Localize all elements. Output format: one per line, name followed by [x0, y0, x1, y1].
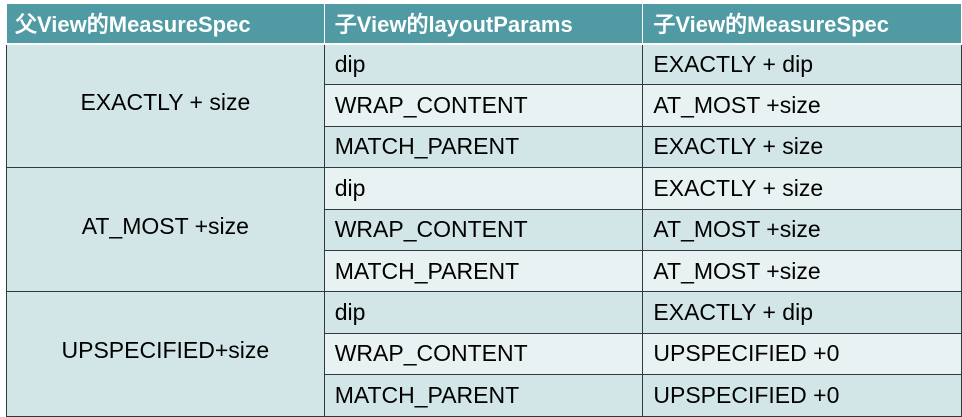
- table-row: UPSPECIFIED+size dip EXACTLY + dip: [6, 291, 962, 417]
- child-spec-cell: UPSPECIFIED +0: [642, 332, 962, 376]
- layout-params-cell: WRAP_CONTENT: [323, 208, 644, 251]
- layout-params-cell: dip: [323, 42, 644, 86]
- header-child-measurespec: 子View的MeasureSpec: [642, 3, 962, 45]
- parent-spec-cell: EXACTLY + size: [6, 42, 325, 169]
- layout-params-cell: WRAP_CONTENT: [323, 332, 644, 376]
- child-spec-cell: EXACTLY + dip: [642, 291, 962, 334]
- table-row: AT_MOST +size dip EXACTLY + size: [6, 167, 962, 293]
- header-parent-measurespec: 父View的MeasureSpec: [6, 3, 325, 45]
- child-spec-cell: UPSPECIFIED +0: [642, 374, 962, 417]
- header-row: 父View的MeasureSpec 子View的layoutParams 子Vi…: [6, 3, 962, 45]
- child-spec-cell: EXACTLY + dip: [642, 42, 962, 86]
- layout-params-cell: dip: [323, 291, 644, 334]
- layout-params-cell: dip: [323, 167, 644, 210]
- child-spec-cell: AT_MOST +size: [642, 84, 962, 127]
- child-spec-cell: AT_MOST +size: [642, 249, 962, 293]
- child-spec-cell: EXACTLY + size: [642, 125, 962, 169]
- layout-params-cell: WRAP_CONTENT: [323, 84, 644, 127]
- table-row: WRAP_CONTENT AT_MOST +size: [7, 208, 962, 251]
- layout-params-cell: MATCH_PARENT: [323, 374, 644, 417]
- layout-params-cell: MATCH_PARENT: [323, 125, 644, 169]
- child-spec-cell: AT_MOST +size: [642, 208, 962, 251]
- parent-spec-cell: AT_MOST +size: [6, 167, 325, 293]
- table-row: EXACTLY + size dip EXACTLY + dip: [6, 42, 962, 169]
- table-row: WRAP_CONTENT AT_MOST +size: [7, 84, 962, 127]
- table-row: MATCH_PARENT UPSPECIFIED +0: [7, 374, 962, 417]
- parent-spec-cell: UPSPECIFIED+size: [6, 291, 325, 417]
- layout-params-cell: MATCH_PARENT: [323, 249, 644, 293]
- measurespec-table: 父View的MeasureSpec 子View的layoutParams 子Vi…: [6, 3, 962, 417]
- table-row: WRAP_CONTENT UPSPECIFIED +0: [7, 332, 962, 376]
- child-spec-cell: EXACTLY + size: [642, 167, 962, 210]
- header-child-layoutparams: 子View的layoutParams: [323, 3, 644, 45]
- table-row: MATCH_PARENT AT_MOST +size: [7, 249, 962, 293]
- measurespec-table-container: 父View的MeasureSpec 子View的layoutParams 子Vi…: [6, 3, 962, 417]
